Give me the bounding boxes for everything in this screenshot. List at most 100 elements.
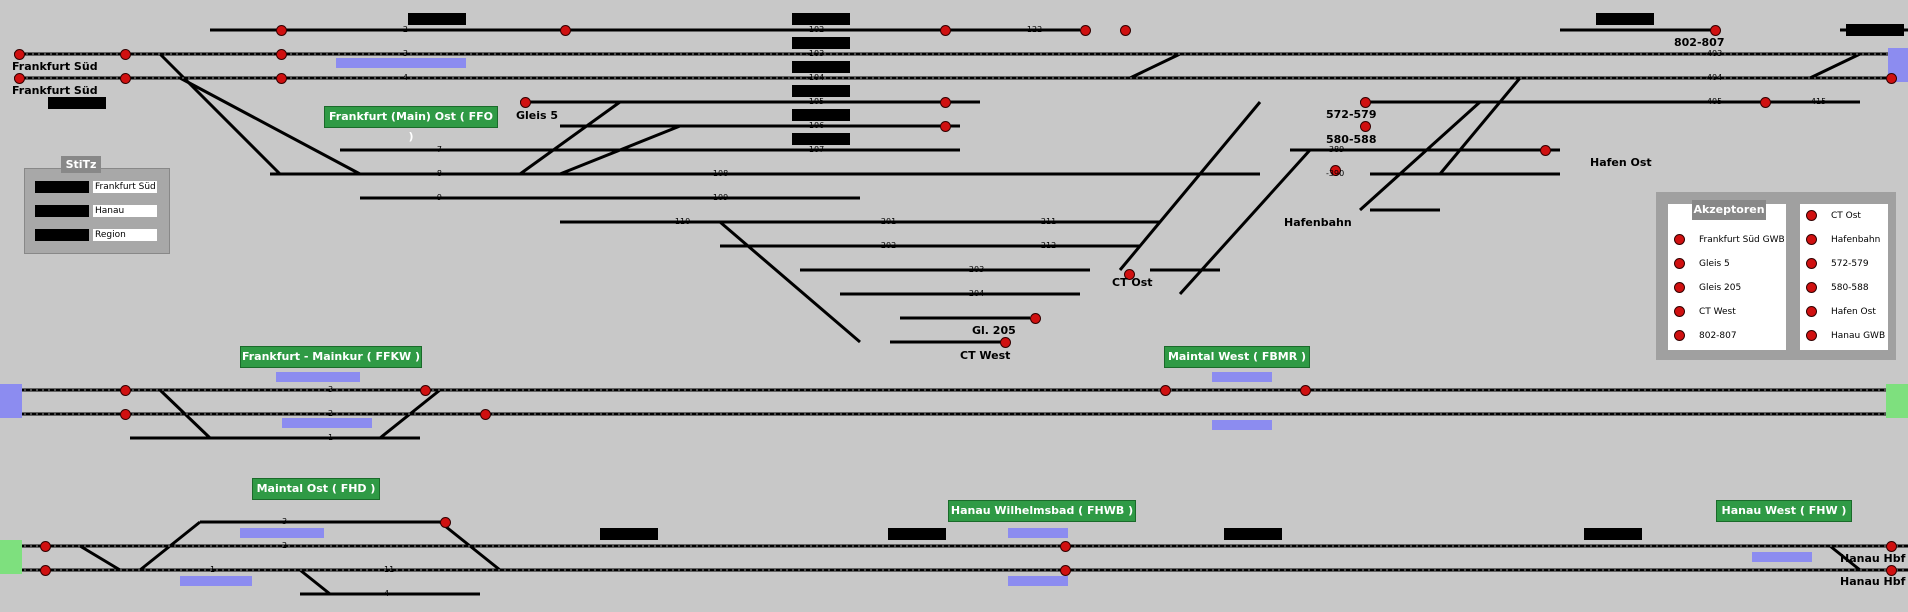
station-ffo: Frankfurt (Main) Ost ( FFO )	[324, 106, 498, 143]
label-hanau-hbf: Hanau Hbf	[1840, 575, 1906, 588]
signal[interactable]	[1160, 385, 1171, 396]
stitz-row[interactable]: Hanau	[35, 205, 161, 217]
signal[interactable]	[1060, 541, 1071, 552]
signal[interactable]	[120, 409, 131, 420]
akzeptor-item[interactable]: 572-579	[1806, 258, 1869, 270]
signal[interactable]	[1030, 313, 1041, 324]
signal[interactable]	[120, 73, 131, 84]
signal[interactable]	[1330, 165, 1341, 176]
signal[interactable]	[1710, 25, 1721, 36]
route-display	[600, 528, 658, 540]
akzeptor-item[interactable]: Gleis 205	[1674, 282, 1741, 294]
signal[interactable]	[1300, 385, 1311, 396]
signal[interactable]	[1886, 541, 1897, 552]
signal[interactable]	[1080, 25, 1091, 36]
stitz-row[interactable]: Frankfurt Süd	[35, 181, 161, 193]
label-802-807: 802-807	[1674, 36, 1725, 49]
signal[interactable]	[1124, 269, 1135, 280]
signal[interactable]	[1760, 97, 1771, 108]
signal[interactable]	[440, 517, 451, 528]
signal[interactable]	[276, 25, 287, 36]
akzeptor-item[interactable]: Hafen Ost	[1806, 306, 1876, 318]
track-number: 3	[282, 517, 288, 526]
stitz-panel: StiTz Frankfurt Süd Hanau Region	[24, 156, 170, 254]
akzeptor-item[interactable]: Hanau GWB	[1806, 330, 1885, 342]
track-number: 1	[210, 565, 216, 574]
label-572-579: 572-579	[1326, 108, 1377, 121]
akzeptoren-title: Akzeptoren	[1692, 200, 1766, 220]
track-number: -4	[400, 73, 408, 82]
route-display	[1224, 528, 1282, 540]
track-number: -2	[400, 25, 408, 34]
track-number: -109	[710, 193, 729, 202]
track-number: 11	[384, 565, 395, 574]
track-number: -204	[966, 289, 985, 298]
track-number: -3	[400, 49, 408, 58]
signal[interactable]	[480, 409, 491, 420]
signal[interactable]	[1060, 565, 1071, 576]
track-number: -415	[1808, 97, 1827, 106]
stitz-display	[35, 229, 89, 241]
track-number: -7	[434, 145, 442, 154]
signal	[1674, 306, 1685, 317]
akzeptor-item[interactable]: 802-807	[1674, 330, 1737, 342]
route-display	[792, 133, 850, 145]
track-number: -122	[1024, 25, 1043, 34]
label-ct-west: CT West	[960, 349, 1011, 362]
signal[interactable]	[940, 97, 951, 108]
akzeptor-item[interactable]: Frankfurt Süd GWB	[1674, 234, 1785, 246]
signal[interactable]	[120, 49, 131, 60]
occupied-block	[1008, 528, 1068, 538]
akzeptoren-column-left: Akzeptoren Frankfurt Süd GWB Gleis 5 Gle…	[1668, 200, 1786, 350]
signal[interactable]	[276, 49, 287, 60]
akzeptor-item[interactable]: Hafenbahn	[1806, 234, 1880, 246]
label-hafen-ost: Hafen Ost	[1590, 156, 1652, 169]
signal[interactable]	[940, 25, 951, 36]
akzeptor-item[interactable]: CT West	[1674, 306, 1736, 318]
signal[interactable]	[14, 49, 25, 60]
track-number: -108	[710, 169, 729, 178]
occupied-block	[276, 372, 360, 382]
track-number: -105	[806, 97, 825, 106]
track-number: 3	[328, 385, 334, 394]
signal[interactable]	[1360, 121, 1371, 132]
akzeptor-item[interactable]: 580-588	[1806, 282, 1869, 294]
signal[interactable]	[1120, 25, 1131, 36]
occupied-block	[180, 576, 252, 586]
occupied-block	[1212, 420, 1272, 430]
signal[interactable]	[520, 97, 531, 108]
signal[interactable]	[1540, 145, 1551, 156]
signal[interactable]	[1000, 337, 1011, 348]
signal[interactable]	[276, 73, 287, 84]
track-number: -9	[434, 193, 442, 202]
track-number: -390	[1326, 169, 1345, 178]
track-number: -110	[672, 217, 691, 226]
track-number: -102	[806, 25, 825, 34]
signal[interactable]	[120, 385, 131, 396]
signal[interactable]	[1886, 565, 1897, 576]
signal[interactable]	[940, 121, 951, 132]
akzeptor-item[interactable]: Gleis 5	[1674, 258, 1730, 270]
signal[interactable]	[14, 73, 25, 84]
signal	[1806, 306, 1817, 317]
signal[interactable]	[40, 565, 51, 576]
occupied-block	[282, 418, 372, 428]
stitz-label: Hanau	[93, 205, 157, 217]
route-display	[792, 109, 850, 121]
track-number: 1	[328, 433, 334, 442]
track-number: -201	[878, 217, 897, 226]
akzeptor-item[interactable]: CT Ost	[1806, 210, 1861, 222]
route-display	[792, 85, 850, 97]
signal[interactable]	[560, 25, 571, 36]
signal[interactable]	[40, 541, 51, 552]
edge-indicator-east	[1886, 384, 1908, 418]
signal[interactable]	[1360, 97, 1371, 108]
signal[interactable]	[420, 385, 431, 396]
route-display	[888, 528, 946, 540]
signal[interactable]	[1886, 73, 1897, 84]
stitz-title: StiTz	[61, 156, 101, 173]
stitz-display	[35, 205, 89, 217]
route-display	[1584, 528, 1642, 540]
stitz-row[interactable]: Region	[35, 229, 161, 241]
signal	[1674, 258, 1685, 269]
